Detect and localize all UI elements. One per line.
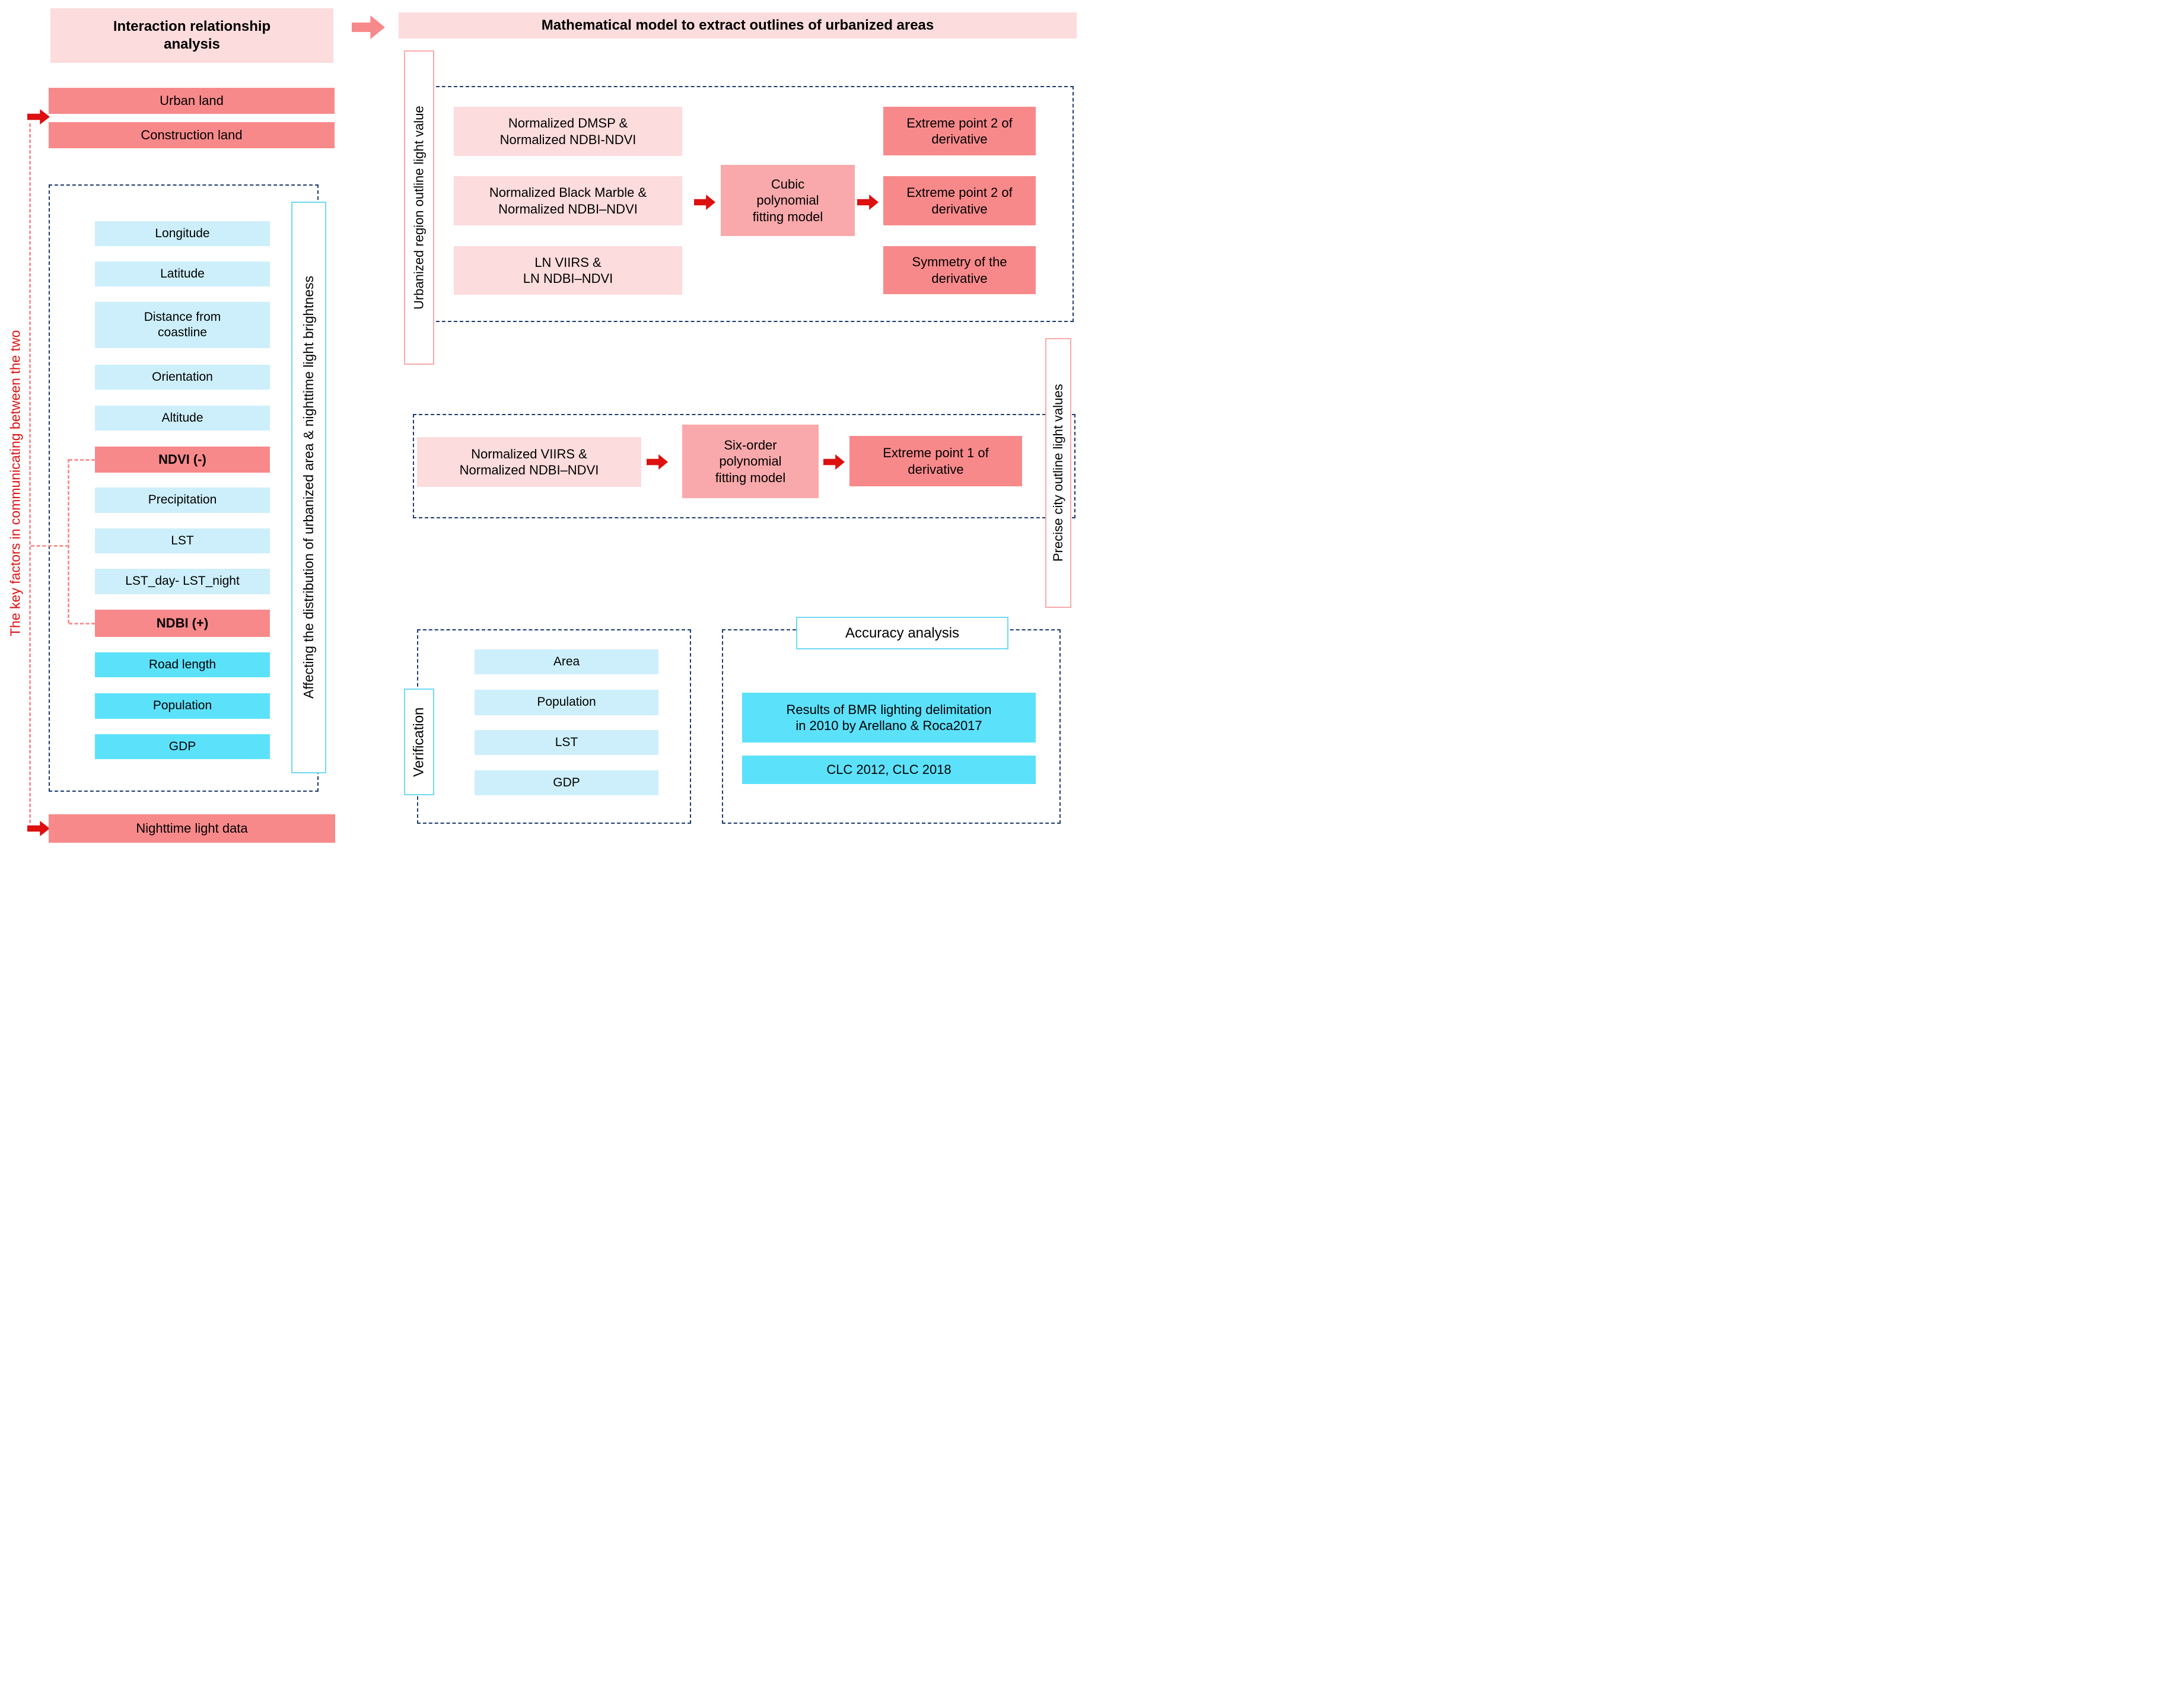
accuracy-analysis-label: Accuracy analysis [796,617,1008,649]
affecting-distribution-vertical-label: Affecting the distribution of urbanized … [291,202,326,773]
factor-precipitation: Precipitation [95,487,270,513]
stage2-input-viirs: Normalized VIIRS & Normalized NDBI–NDVI [417,437,641,487]
precise-city-vertical-label: Precise city outline light values [1045,338,1071,608]
header-link-arrow-icon [352,15,385,39]
factor-lst: LST [95,528,270,553]
factor-longitude: Longitude [95,221,270,246]
factor-ndbi: NDBI (+) [95,610,270,637]
ndvi-ndbi-connector-stem [31,545,69,547]
six-order-model-box: Six-order polynomial fitting model [682,425,819,498]
stage1-output-extreme2-b: Extreme point 2 of derivative [883,176,1036,225]
verification-item-area: Area [475,649,658,674]
stage2-dashed-container [413,414,1075,518]
ndvi-ndbi-connector-spine [68,459,69,623]
arrow-to-land-boxes-icon [27,109,50,125]
verification-item-population: Population [475,690,658,715]
flow-diagram: Interaction relationship analysis Mathem… [0,0,1082,854]
accuracy-item-clc: CLC 2012, CLC 2018 [742,756,1036,784]
accuracy-item-bmr: Results of BMR lighting delimitation in … [742,693,1036,743]
key-factors-vertical-label: The key factors in communicating between… [7,330,23,637]
factor-ndvi: NDVI (-) [95,447,270,473]
verification-item-gdp: GDP [475,770,658,795]
urban-land-box: Urban land [49,88,335,114]
feedback-dashed-line [29,123,31,823]
urbanized-region-vertical-label: Urbanized region outline light value [404,50,434,365]
stage1-input-dmsp: Normalized DMSP & Normalized NDBI-NDVI [454,107,682,156]
verification-vertical-label: Verification [404,689,434,795]
stage1-input-black-marble: Normalized Black Marble & Normalized NDB… [454,176,682,225]
construction-land-box: Construction land [49,122,335,148]
factor-lst-day-night: LST_day- LST_night [95,569,270,594]
ndbi-connector-stub [69,623,95,624]
factor-latitude: Latitude [95,262,270,286]
cubic-model-box: Cubic polynomial fitting model [721,165,855,236]
stage1-input-ln-viirs: LN VIIRS & LN NDBI–NDVI [454,246,682,295]
stage1-output-symmetry: Symmetry of the derivative [883,246,1036,294]
ndvi-connector-stub [69,459,95,461]
stage1-output-extreme2-a: Extreme point 2 of derivative [883,107,1036,155]
verification-item-lst: LST [475,730,658,755]
factor-road-length: Road length [95,652,270,677]
factor-distance-coastline: Distance from coastline [95,302,270,348]
stage2-output-extreme1: Extreme point 1 of derivative [849,436,1022,486]
factor-gdp: GDP [95,734,270,759]
factor-altitude: Altitude [95,406,270,431]
left-panel-header: Interaction relationship analysis [50,8,333,63]
right-panel-header: Mathematical model to extract outlines o… [399,12,1077,39]
factor-population: Population [95,693,270,719]
factor-orientation: Orientation [95,365,270,390]
nighttime-light-data-box: Nighttime light data [49,814,335,843]
